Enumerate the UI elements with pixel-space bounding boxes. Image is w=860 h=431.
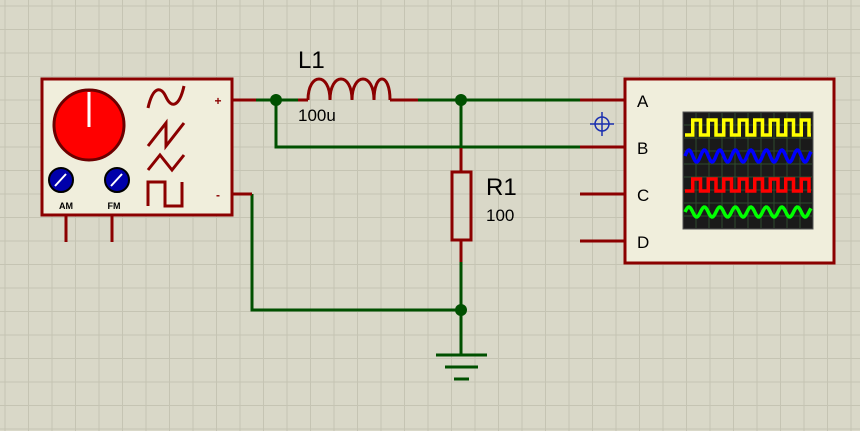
inductor-l1[interactable]: L1 100u (298, 47, 392, 125)
junction-dot (455, 304, 467, 316)
channel-b-label: B (637, 139, 648, 158)
channel-c-label: C (637, 186, 649, 205)
channel-d-label: D (637, 233, 649, 252)
wire-to-scope-b[interactable] (274, 100, 580, 149)
inductor-value-label: 100u (298, 106, 336, 125)
square-wave-icon[interactable] (146, 180, 184, 208)
junction-dot (270, 94, 282, 106)
resistor-ref-label: R1 (486, 174, 517, 201)
minus-terminal-label: - (216, 188, 220, 202)
channel-a-label: A (637, 92, 649, 111)
inductor-ref-label: L1 (298, 47, 325, 74)
inductor-coil (306, 77, 392, 101)
fm-knob-pointer (110, 173, 123, 187)
ground-symbol[interactable] (436, 353, 487, 381)
resistor-r1[interactable]: R1 100 (450, 170, 517, 242)
trace-d (683, 205, 813, 219)
sawtooth-wave-icon[interactable] (146, 118, 186, 151)
junctions (270, 94, 467, 316)
wires (232, 98, 580, 355)
triangle-wave-icon[interactable] (146, 152, 186, 173)
scope-traces (683, 118, 813, 219)
am-label: AM (59, 201, 73, 211)
fm-label: FM (108, 201, 121, 211)
oscilloscope[interactable]: A B C D (623, 77, 836, 265)
wire-gen-minus-to-ground[interactable] (250, 194, 461, 312)
pin-stubs (64, 98, 625, 262)
trace-b (683, 148, 813, 164)
junction-dot (455, 94, 467, 106)
trace-c (685, 177, 811, 193)
crosshair-icon (590, 112, 614, 136)
signal-generator[interactable]: AM FM + - (40, 77, 234, 217)
plus-terminal-label: + (214, 94, 221, 108)
am-knob-pointer (54, 173, 67, 187)
resistor-value-label: 100 (486, 206, 514, 225)
sine-wave-icon[interactable] (146, 85, 186, 109)
resistor-body (450, 170, 473, 242)
trace-a (685, 118, 811, 137)
